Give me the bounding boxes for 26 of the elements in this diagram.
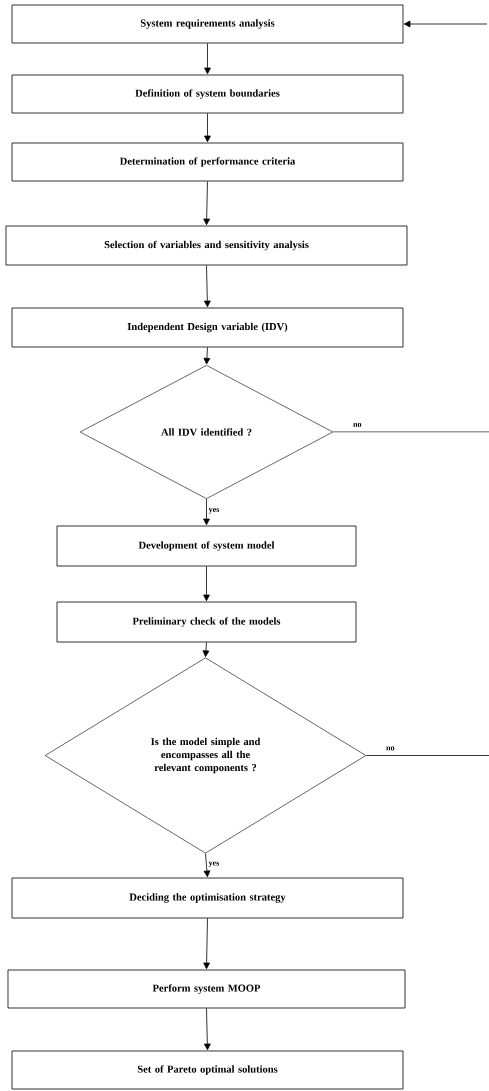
arrow <box>202 642 210 657</box>
arrow <box>403 20 488 28</box>
process-box: Perform system MOOP <box>7 969 406 1009</box>
arrow <box>203 853 211 878</box>
edge-label: no <box>385 745 396 752</box>
arrow <box>204 265 211 308</box>
process-box: Preliminary check of the models <box>56 601 357 643</box>
arrow <box>203 918 210 970</box>
process-box: Independent Design variable (IDV) <box>11 307 404 348</box>
arrow <box>204 113 211 143</box>
process-box: Definition of system boundaries <box>11 74 404 114</box>
edge-label: no <box>352 422 363 428</box>
arrow <box>203 181 210 226</box>
process-box: System requirements analysis <box>11 4 404 44</box>
edge-label: yes <box>207 507 221 515</box>
arrow <box>203 498 210 526</box>
process-box: Set of Pareto optimal solutions <box>11 1050 404 1090</box>
process-box: Development of system model <box>56 525 357 567</box>
process-box: Selection of variables and sensitivity analysis <box>5 225 408 266</box>
arrow <box>204 1008 211 1051</box>
arrow <box>203 347 211 365</box>
process-box: Deciding the optimisation strategy <box>11 877 404 919</box>
edge-label: yes <box>207 860 221 869</box>
process-box: Determination of performance criteria <box>11 142 404 182</box>
arrow <box>203 566 210 602</box>
arrow <box>204 43 211 75</box>
